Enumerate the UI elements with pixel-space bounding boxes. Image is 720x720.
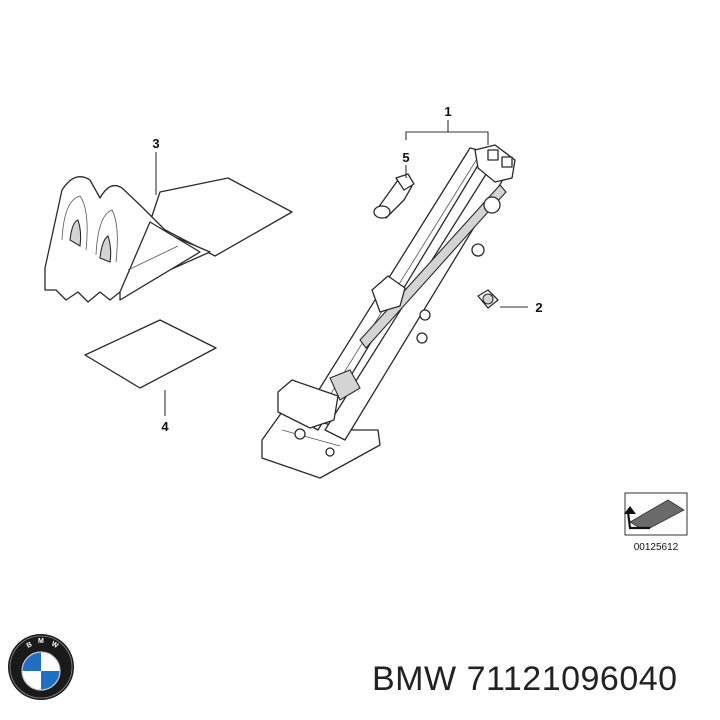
bolt bbox=[373, 173, 415, 219]
bmw-roundel-logo: B M W bbox=[8, 634, 74, 700]
wing-nut bbox=[477, 289, 499, 309]
callout-1: 1 bbox=[444, 104, 451, 119]
svg-text:B: B bbox=[26, 641, 34, 650]
leader-lines bbox=[155, 120, 528, 416]
reference-number: 00125612 bbox=[634, 542, 679, 553]
callout-4: 4 bbox=[161, 419, 169, 434]
callout-2: 2 bbox=[535, 300, 542, 315]
label-sheet bbox=[84, 319, 217, 389]
brand-name: BMW bbox=[372, 660, 457, 698]
callout-5: 5 bbox=[402, 150, 409, 165]
callout-3: 3 bbox=[152, 136, 159, 151]
arrow-ref-icon bbox=[624, 492, 688, 536]
part-number: 71121096040 bbox=[466, 660, 678, 698]
scissor-jack bbox=[261, 144, 516, 479]
svg-text:M: M bbox=[38, 638, 44, 645]
svg-text:W: W bbox=[50, 641, 59, 650]
wheel-chock bbox=[44, 176, 293, 303]
